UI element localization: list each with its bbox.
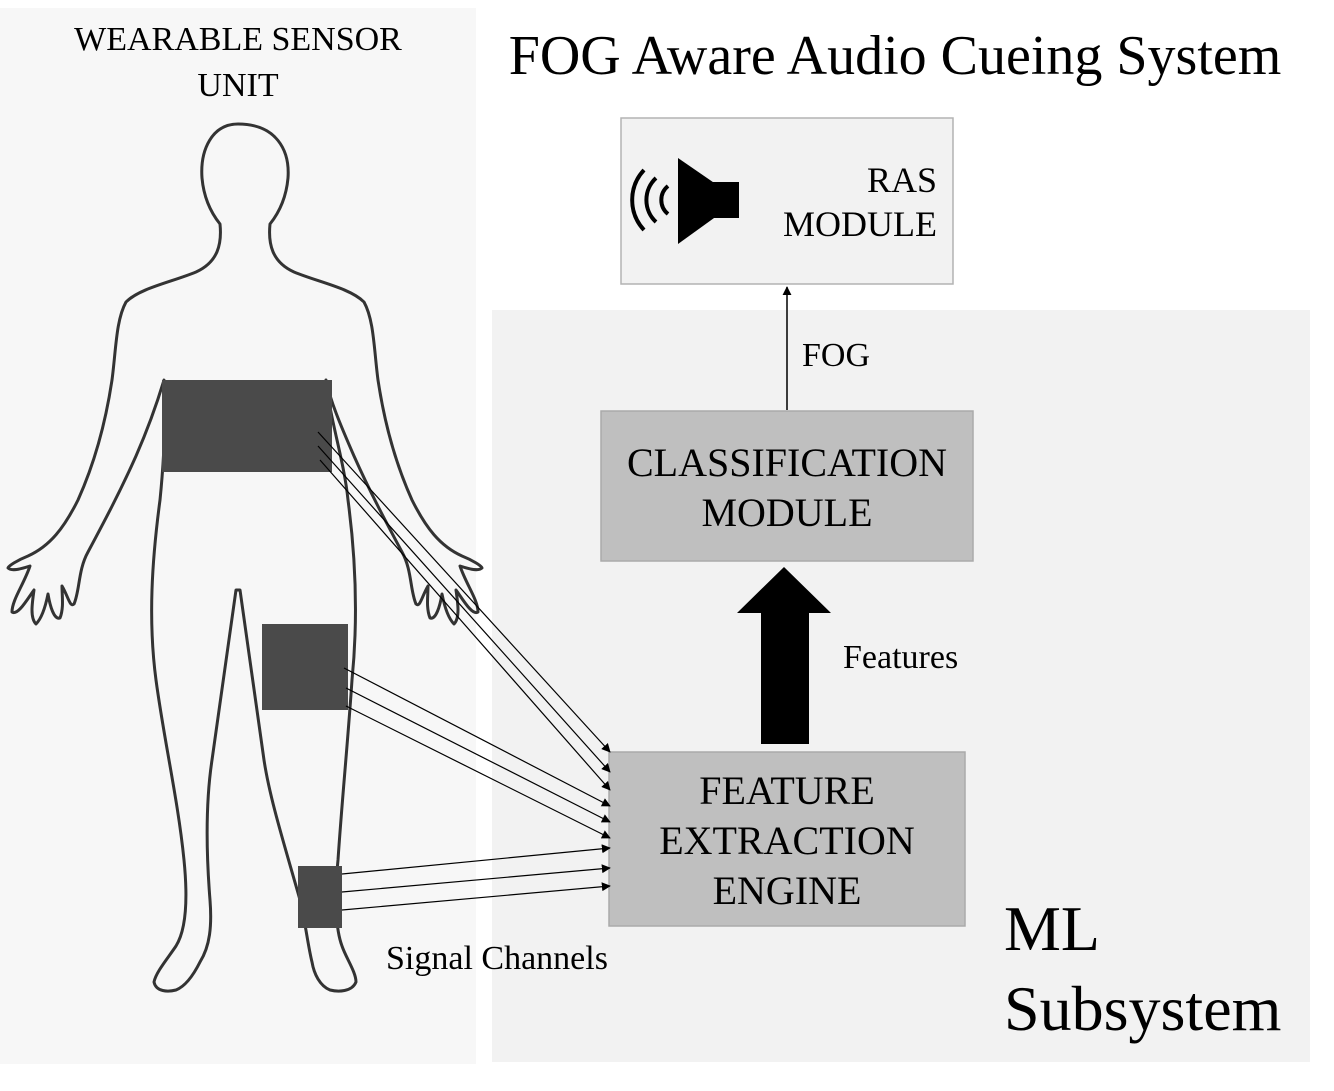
waist-channel-3: [319, 459, 611, 791]
feature-label-2: EXTRACTION: [659, 818, 915, 863]
sensor-panel-label-2: UNIT: [197, 67, 278, 104]
features-arrow: [737, 567, 831, 744]
classification-module-box: [600, 410, 974, 562]
feature-label-1: FEATURE: [699, 768, 875, 813]
feature-label-3: ENGINE: [713, 868, 862, 913]
shank-channel-2: [341, 864, 611, 893]
shank-channel-1: [341, 844, 611, 875]
waist-channel-1: [317, 431, 611, 753]
page-title: FOG Aware Audio Cueing System: [509, 25, 1282, 87]
signal-channel-arrows: [317, 431, 611, 911]
waist-channel-2: [317, 445, 611, 773]
feature-extraction-box: [608, 751, 966, 927]
sensor-label-line1: WEARABLE SENSOR: [74, 21, 402, 58]
classification-label-2: MODULE: [701, 490, 872, 535]
thigh-channel-3: [345, 705, 611, 839]
sensor-label-line2: UNIT: [197, 67, 278, 104]
shank-sensor-band: [298, 866, 342, 928]
ml-subsystem-label-2: Subsystem: [1004, 973, 1281, 1044]
sensor-panel-label: WEARABLE SENSOR: [74, 21, 402, 58]
ras-module-label-1: RAS: [867, 160, 937, 200]
waist-sensor-band: [162, 380, 332, 472]
classification-label-1: CLASSIFICATION: [627, 440, 947, 485]
sensor-panel: [0, 8, 476, 1064]
fog-label: FOG: [802, 337, 870, 374]
ras-module-box: [620, 117, 954, 285]
human-body-icon: [6, 122, 484, 993]
signal-channels-label: Signal Channels: [386, 940, 608, 977]
shank-channel-3: [341, 882, 611, 911]
thigh-sensor-band: [262, 624, 348, 710]
ml-subsystem-label-1: ML: [1004, 893, 1100, 964]
ras-module-label-2: MODULE: [783, 204, 937, 244]
features-label: Features: [843, 639, 958, 676]
thigh-channel-1: [343, 667, 611, 807]
speaker-icon: [630, 158, 739, 244]
thigh-channel-2: [345, 687, 611, 823]
